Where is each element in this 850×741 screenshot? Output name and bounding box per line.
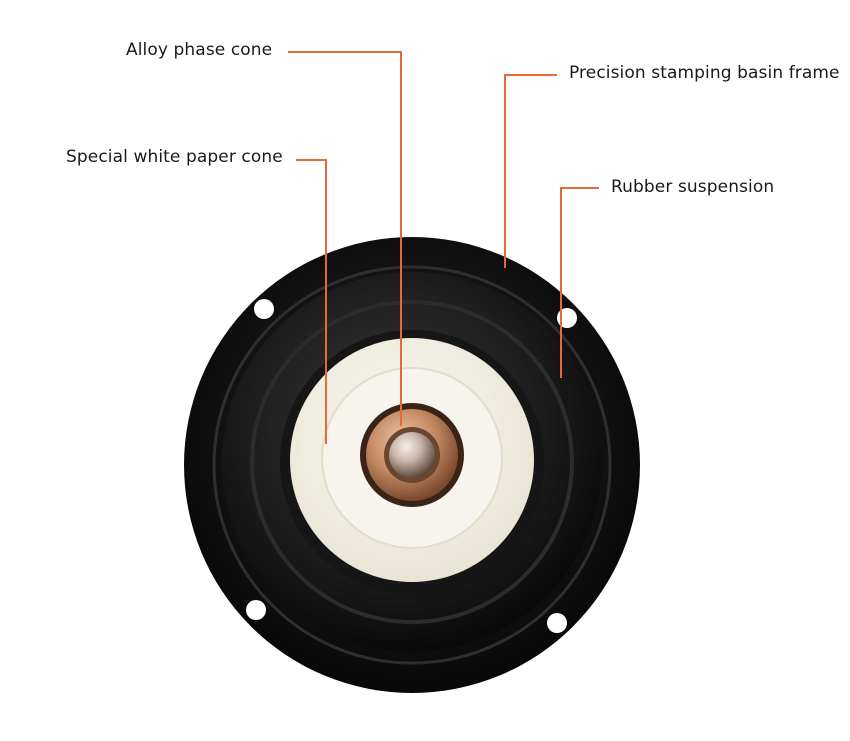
label-precision-stamping-basin-frame: Precision stamping basin frame [569, 63, 840, 83]
mounting-hole [254, 299, 274, 319]
surround-ring [250, 300, 574, 624]
leader-line-paper [296, 159, 327, 444]
phase-plug-dome [389, 432, 435, 478]
label-special-white-paper-cone: Special white paper cone [66, 147, 283, 167]
label-rubber-suspension: Rubber suspension [611, 177, 775, 197]
frame-inner-lip [212, 265, 612, 665]
mounting-hole [246, 600, 266, 620]
leader-line-basin [504, 74, 557, 268]
leader-line-rubber [560, 187, 599, 378]
leader-line-alloy [288, 51, 402, 426]
mounting-hole [547, 613, 567, 633]
label-alloy-phase-cone: Alloy phase cone [126, 40, 273, 60]
